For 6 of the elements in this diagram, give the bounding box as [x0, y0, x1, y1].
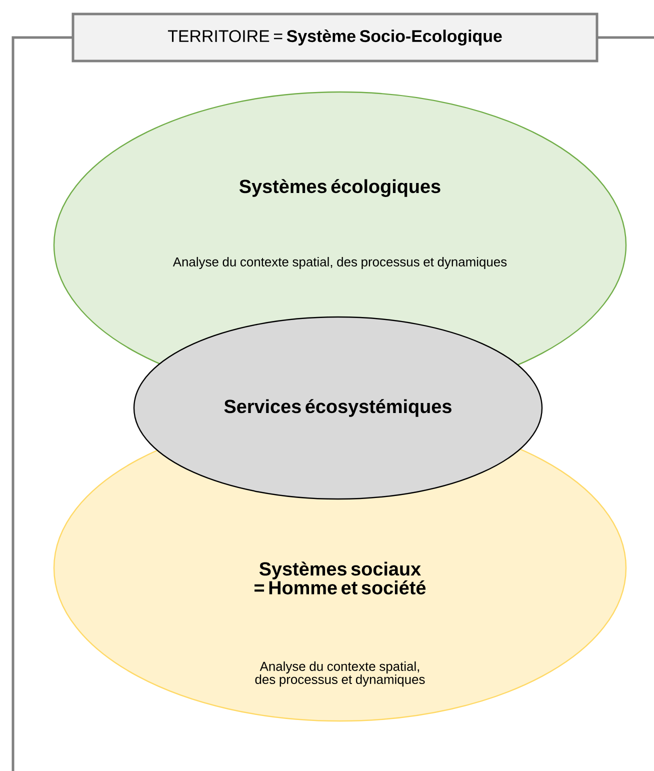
description: Analyse du contexte spatial, des processus et dynamiques — [255, 661, 425, 687]
heading: Systèmes sociaux = Homme et société — [254, 562, 426, 594]
heading: Services écosystémiques — [224, 399, 452, 417]
description: Analyse du contexte spatial, des processus et dynamiques — [172, 256, 507, 270]
title: TERRITOIRE = Système Socio-Ecologique — [168, 30, 502, 46]
heading: Systèmes écologiques — [239, 179, 440, 197]
